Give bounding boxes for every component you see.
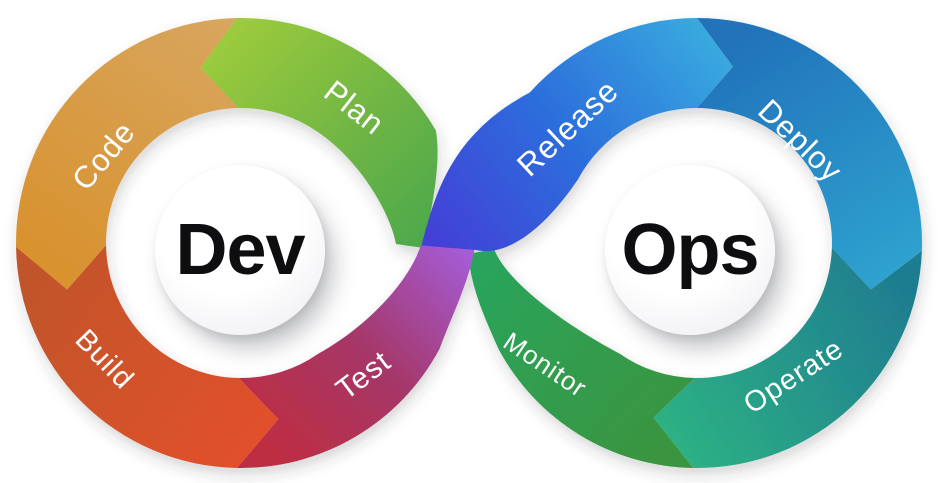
segment-operate — [653, 247, 922, 469]
segment-plan — [200, 17, 438, 248]
segment-release — [421, 18, 733, 252]
segment-test — [237, 245, 475, 469]
dev-label: Dev — [175, 210, 305, 290]
segment-deploy — [697, 18, 922, 290]
segment-build — [16, 245, 279, 468]
dev-disc: Dev — [155, 165, 325, 335]
ops-disc: Ops — [605, 165, 775, 335]
segment-monitor — [468, 249, 695, 468]
segment-code — [15, 18, 239, 290]
ops-label: Ops — [621, 210, 759, 290]
